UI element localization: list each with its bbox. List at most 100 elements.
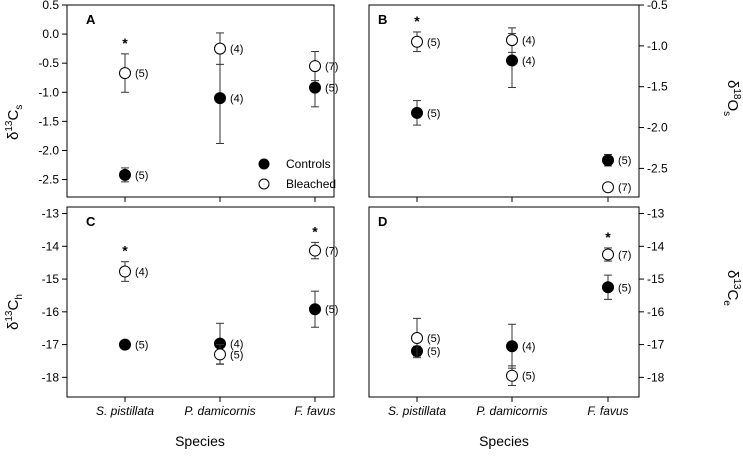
y-tick-label: -2.0 (647, 121, 668, 135)
sample-size-label: (5) (135, 68, 148, 80)
bleached-point (411, 332, 423, 345)
significance-star: * (605, 229, 611, 245)
legend-bleached-marker (258, 178, 270, 190)
panel-D-frame (368, 206, 640, 398)
y-tick-label: -13 (42, 207, 60, 221)
y-tick-label: -0.5 (647, 0, 668, 12)
panel-C-y-axis: -13-14-15-16-17-18 (42, 207, 316, 402)
panel-B-marks: (5)(4)(5)(5)(4)(7)* (411, 13, 631, 194)
species-label: F. favus (587, 404, 628, 418)
species-label: F. favus (294, 404, 335, 418)
bleached-point (214, 42, 226, 55)
controls-point (214, 92, 226, 105)
panel-A-frame (66, 4, 335, 198)
bleached-point (309, 244, 321, 257)
y-tick-label: -16 (42, 305, 60, 319)
y-tick-label: 0.5 (42, 0, 59, 12)
sample-size-label: (4) (522, 341, 535, 353)
controls-point (602, 281, 614, 294)
significance-star: * (122, 243, 128, 259)
bleached-point (506, 34, 518, 47)
y-tick-label: 0.0 (42, 27, 59, 41)
controls-point (411, 106, 423, 119)
species-label: P. damicornis (184, 404, 255, 418)
y-tick-label: -18 (647, 370, 665, 384)
panel-D-letter: D (378, 214, 387, 229)
sample-size-label: (4) (522, 56, 535, 68)
panel-A-y-axis: 0.5 0.0 -0.5 -1.0 -1.5 -2.0 -2.5 (38, 0, 316, 202)
panel-A-marks: (5) (4) (5) (5) (4) (7) * (119, 32, 338, 183)
bleached-point (309, 60, 321, 73)
panel-B-frame (368, 4, 640, 198)
legend-bleached-label: Bleached (286, 177, 336, 191)
species-label: S. pistillata (96, 404, 154, 418)
significance-star: * (312, 223, 318, 239)
bleached-point (119, 265, 131, 278)
sample-size-label: (7) (618, 182, 631, 194)
panel-B: B -0.5-1.0-1.5-2.0-2.5 (5)(4)(5)(5)(4)(7… (368, 0, 668, 202)
bleached-point (602, 248, 614, 261)
bleached-point (602, 181, 614, 194)
panel-D-y-axis: -13-14-15-16-17-18 (416, 207, 665, 402)
panel-D-ylabel: δ13Ce (721, 270, 742, 306)
controls-point (506, 54, 518, 67)
controls-point (119, 168, 131, 181)
panel-C-ylabel: δ13Ch (4, 294, 25, 330)
panel-A-letter: A (86, 12, 96, 27)
sample-size-label: (5) (325, 304, 338, 316)
legend-controls-marker (258, 158, 270, 170)
sample-size-label: (5) (230, 349, 243, 361)
sample-size-label: (5) (135, 170, 148, 182)
y-tick-label: -15 (647, 272, 665, 286)
sample-size-label: (4) (522, 35, 535, 47)
significance-star: * (122, 35, 128, 51)
sample-size-label: (5) (325, 83, 338, 95)
y-tick-label: -2.0 (38, 143, 59, 157)
sample-size-label: (7) (618, 250, 631, 262)
y-tick-label: -2.5 (647, 161, 668, 175)
y-tick-label: -1.5 (38, 114, 59, 128)
legend-controls-label: Controls (286, 157, 331, 171)
panel-B-letter: B (378, 12, 387, 27)
x-axis-label-left: Species (175, 433, 225, 449)
panel-C: C -13-14-15-16-17-18 (5)(4)(5)(4)(5)(7)*… (42, 206, 338, 402)
panel-A-ylabel: δ13Cs (4, 105, 25, 140)
bleached-point (506, 369, 518, 382)
sample-size-label: (4) (135, 267, 148, 279)
y-tick-label: -14 (42, 239, 60, 253)
species-labels: S. pistillata P. damicornis F. favus S. pis… (96, 404, 629, 418)
bleached-point (214, 348, 226, 361)
panel-D-marks: (5)(4)(5)(5)(5)(7)* (411, 229, 631, 387)
panel-B-y-axis: -0.5 -1.0 -1.5 -2.0 -2.5 (416, 0, 668, 202)
y-tick-label: -1.5 (647, 80, 668, 94)
sample-size-label: (5) (618, 155, 631, 167)
x-axis-label-right: Species (479, 433, 529, 449)
sample-size-label: (5) (135, 340, 148, 352)
sample-size-label: (5) (427, 346, 440, 358)
y-tick-label: -1.0 (38, 85, 59, 99)
y-tick-label: -1.0 (647, 39, 668, 53)
y-tick-label: -15 (42, 272, 60, 286)
sample-size-label: (5) (618, 282, 631, 294)
sample-size-label: (5) (522, 371, 535, 383)
sample-size-label: (4) (230, 339, 243, 351)
panel-C-marks: (5)(4)(5)(4)(5)(7)** (119, 223, 338, 365)
panel-D: D -13-14-15-16-17-18 (5)(4)(5)(5)(5)(7)* (368, 206, 665, 402)
panel-C-letter: C (86, 214, 96, 229)
sample-size-label: (5) (427, 108, 440, 120)
bleached-point (411, 35, 423, 48)
y-tick-label: -18 (42, 370, 60, 384)
y-tick-label: -16 (647, 305, 665, 319)
species-label: S. pistillata (388, 404, 446, 418)
controls-point (309, 303, 321, 316)
sample-size-label: (4) (230, 44, 243, 56)
controls-point (119, 338, 131, 351)
sample-size-label: (4) (230, 93, 243, 105)
sample-size-label: (7) (325, 61, 338, 73)
y-tick-label: -0.5 (38, 56, 59, 70)
panel-B-ylabel: δ18Os (721, 80, 742, 116)
panel-C-frame (66, 206, 335, 398)
legend: Controls Bleached (258, 157, 336, 191)
y-tick-label: -2.5 (38, 173, 59, 187)
significance-star: * (414, 13, 420, 29)
